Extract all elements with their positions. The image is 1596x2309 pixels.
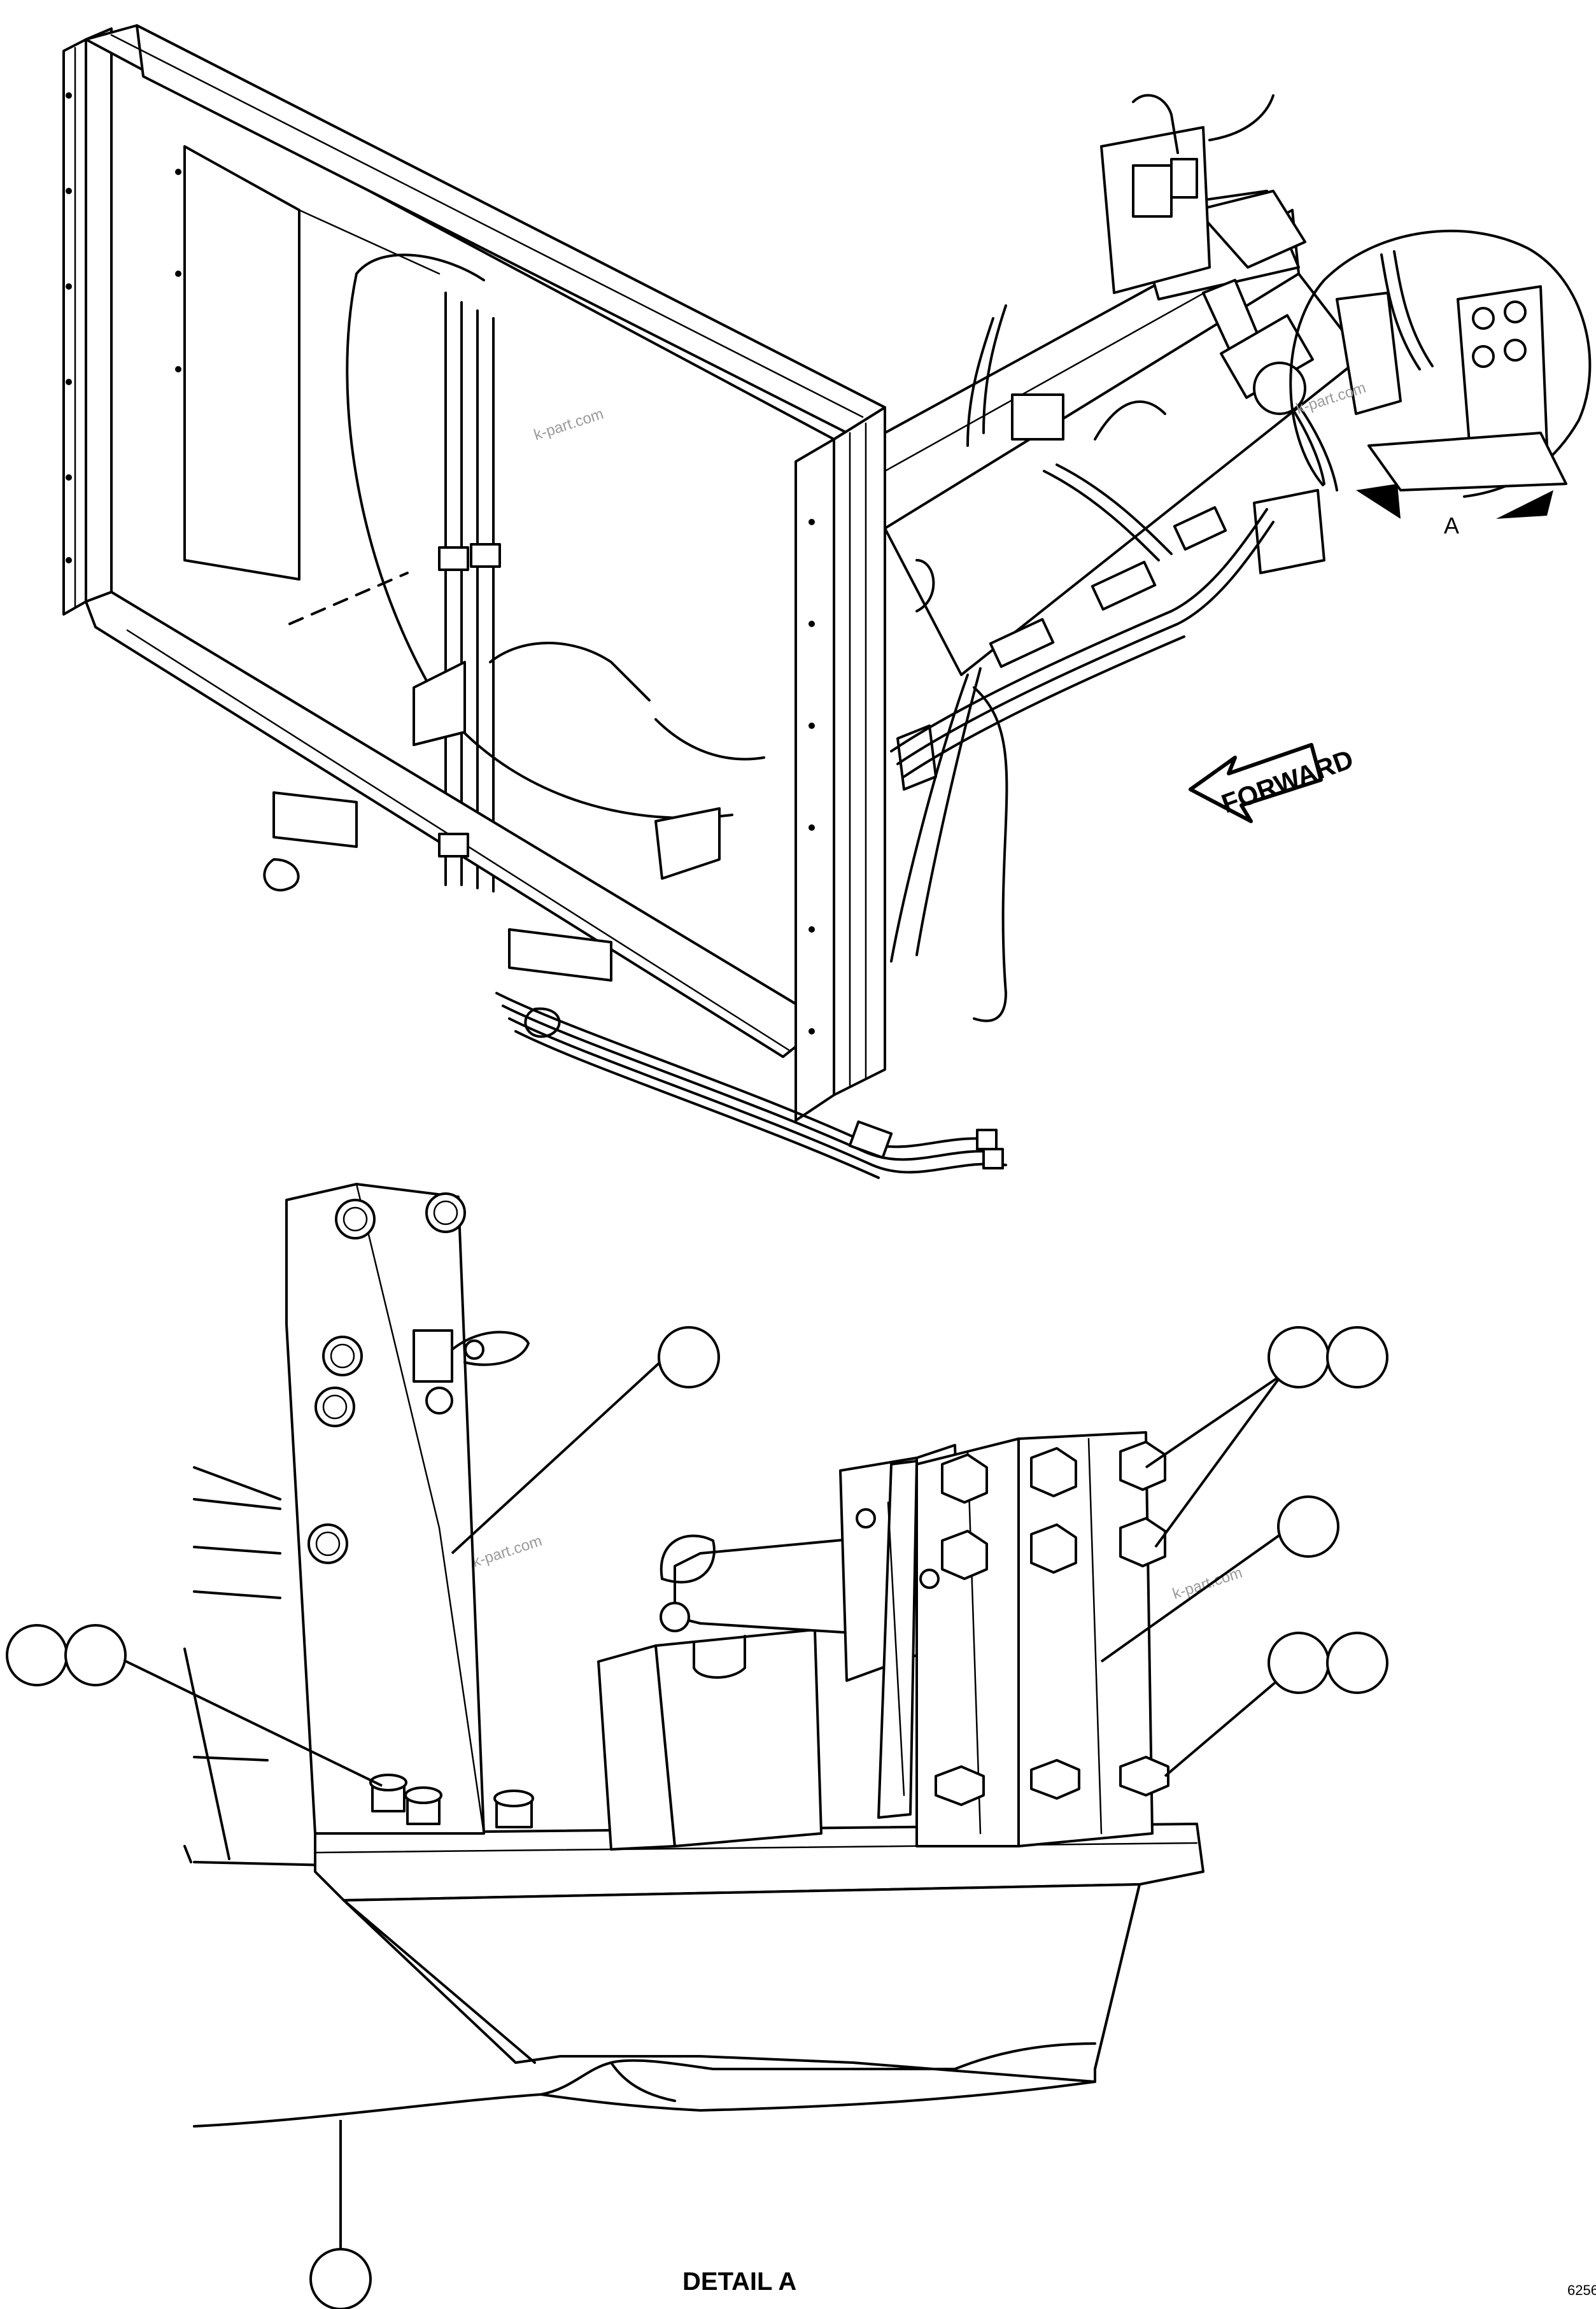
callout-balloon	[1268, 1326, 1330, 1388]
detail-callout-circle	[1289, 229, 1592, 519]
detail-title: DETAIL A	[682, 2268, 796, 2296]
watermark: k-part.com	[1171, 1564, 1245, 1603]
radiator-frame	[62, 24, 886, 1122]
detail-arrow-right	[1496, 490, 1553, 519]
forward-arrow: FORWARD	[1189, 743, 1357, 823]
figure-code: 6256	[1567, 2282, 1596, 2298]
bracket-bolts	[307, 1192, 466, 1564]
callout-balloon	[1277, 1495, 1339, 1558]
watermark: k-part.com	[470, 1532, 544, 1571]
hex-bolts	[935, 1441, 1169, 1806]
callout-balloon	[1268, 1632, 1330, 1694]
callout-balloon	[309, 2248, 372, 2309]
detail-a-drawing	[183, 1183, 1204, 2128]
detail-arrow-left	[1356, 484, 1401, 519]
post-bolt-dots	[66, 92, 815, 1034]
frame-mounts	[263, 642, 765, 1038]
wiring-harness	[890, 94, 1338, 1022]
callout-balloons	[6, 1326, 1388, 2309]
detail-reference-label: A	[1444, 512, 1459, 539]
callout-leaders	[113, 1358, 1296, 2255]
callout-balloon	[6, 1624, 68, 1686]
callout-balloon	[1326, 1326, 1388, 1388]
callout-balloon	[64, 1624, 127, 1686]
callout-balloon	[658, 1326, 720, 1388]
hydraulic-hoses	[495, 992, 1007, 1179]
callout-balloon	[1326, 1632, 1388, 1694]
watermark: k-part.com	[532, 406, 605, 444]
